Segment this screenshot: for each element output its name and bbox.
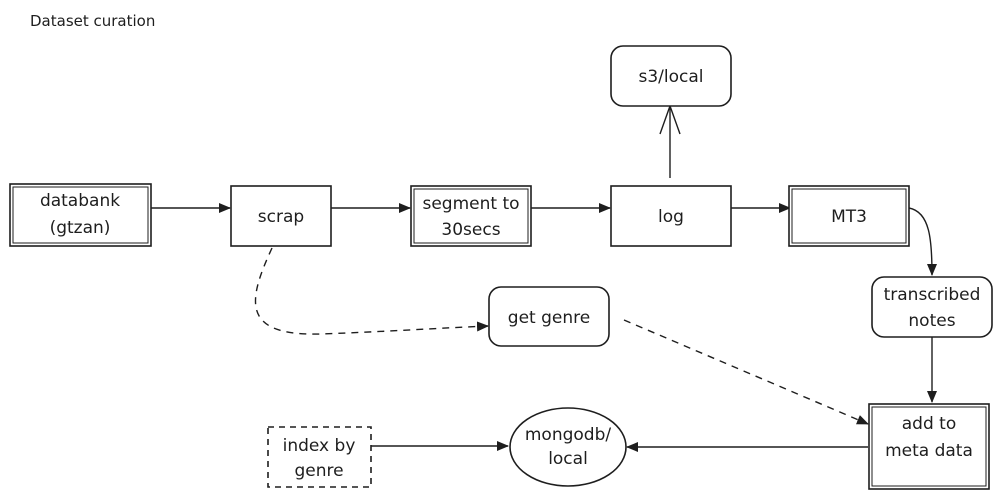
node-segment-label-2: 30secs	[441, 220, 500, 240]
node-databank: databank (gtzan)	[9, 183, 152, 247]
node-transcribed-label-2: notes	[908, 311, 955, 331]
diagram-title: Dataset curation	[30, 12, 155, 30]
edge-mt3-to-transcribed	[908, 207, 937, 276]
node-segment: segment to 30secs	[410, 185, 532, 247]
node-add-meta-label-2: meta data	[885, 441, 973, 461]
node-index-label-1: index by	[283, 436, 356, 456]
node-transcribed-notes: transcribed notes	[871, 276, 993, 338]
node-mongodb-label-1: mongodb/	[525, 425, 612, 445]
edge-get-genre-to-add-meta	[623, 319, 869, 425]
node-segment-label-1: segment to	[422, 194, 519, 214]
node-get-genre-label: get genre	[508, 308, 590, 328]
edge-log-to-s3	[659, 103, 681, 178]
node-log: log	[610, 185, 732, 247]
node-mongodb-local: mongodb/ local	[509, 407, 627, 487]
node-s3-local: s3/local	[610, 45, 732, 107]
node-transcribed-label-1: transcribed	[884, 285, 981, 305]
node-scrap-label: scrap	[258, 207, 304, 227]
node-log-label: log	[658, 207, 684, 227]
node-scrap: scrap	[230, 185, 332, 247]
node-add-meta-label-1: add to	[902, 414, 956, 434]
node-mt3: MT3	[788, 185, 910, 247]
edge-scrap-to-get-genre	[254, 247, 489, 335]
node-index-by-genre: index by genre	[267, 426, 372, 488]
node-index-label-2: genre	[294, 461, 343, 481]
node-add-meta-data: add to meta data	[868, 403, 990, 490]
node-databank-label-1: databank	[40, 191, 120, 211]
node-mongodb-label-2: local	[548, 449, 588, 469]
node-get-genre: get genre	[488, 286, 610, 347]
edges	[151, 103, 937, 452]
node-s3-label: s3/local	[638, 67, 703, 87]
node-databank-label-2: (gtzan)	[50, 218, 111, 238]
node-mt3-label: MT3	[831, 207, 867, 227]
